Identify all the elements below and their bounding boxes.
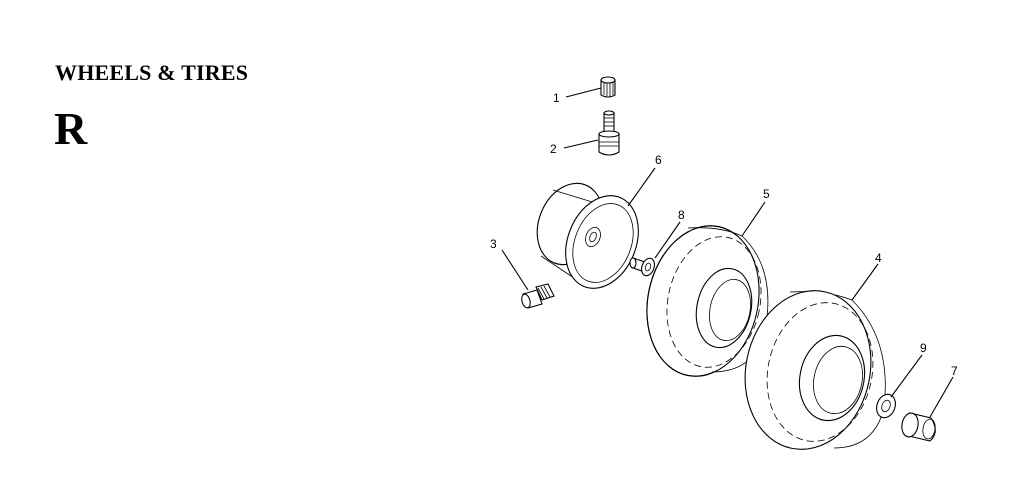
section-title: WHEELS & TIRES [55,60,249,85]
callout-9: 9 [920,341,927,355]
callout-5: 5 [763,187,770,201]
wheel-rim [536,182,639,289]
callout-3: 3 [490,237,497,251]
section-letter: R [54,103,88,154]
washer [876,393,896,419]
rear-tire [744,290,886,450]
front-tire [646,225,769,377]
valve-cap [600,76,616,98]
callout-4: 4 [875,251,882,265]
callout-7: 7 [951,364,958,378]
callout-1: 1 [553,91,560,105]
leader-lines [501,87,954,418]
hub-cap [901,412,936,442]
valve-bolt [521,283,555,309]
valve-stem [598,110,620,156]
callout-8: 8 [678,208,685,222]
callout-6: 6 [655,153,662,167]
callout-2: 2 [550,142,557,156]
bushing [629,257,655,277]
